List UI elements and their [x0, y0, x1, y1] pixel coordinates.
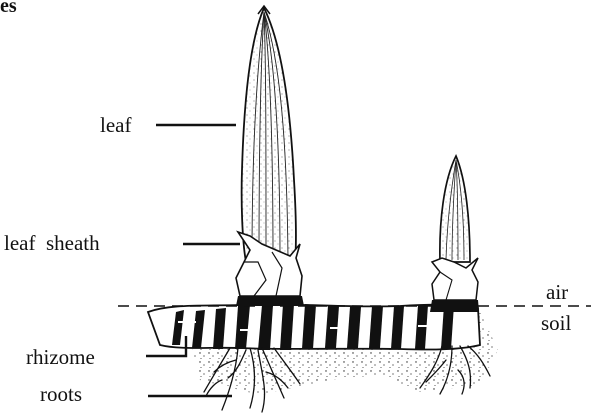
header-fragment: es: [0, 0, 17, 16]
soil-label: soil: [541, 313, 571, 334]
air-label: air: [546, 282, 568, 303]
rhizome-label: rhizome: [26, 347, 95, 368]
roots-label: roots: [40, 384, 82, 405]
tall-leaf: [242, 6, 296, 262]
short-leaf: [440, 156, 470, 262]
short-leaf-sheath: [430, 258, 479, 312]
leaf-label: leaf: [100, 115, 131, 136]
leaf-sheath-label: leaf sheath: [4, 233, 100, 254]
